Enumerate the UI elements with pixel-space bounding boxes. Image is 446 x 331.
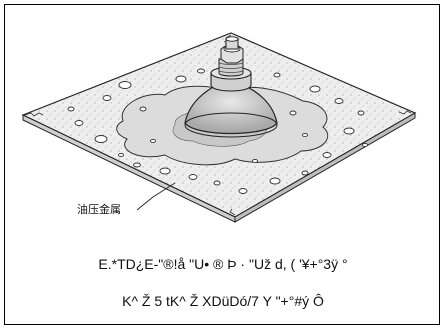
callout-leader (136, 182, 176, 211)
oil-metal-illustration (21, 32, 417, 223)
figure-frame: 油压金属 E.*TD¿E-"®!å "U• ® Þ · "Už d, ( '¥+… (4, 4, 440, 325)
caption-line-1: E.*TD¿E-"®!å "U• ® Þ · "Už d, ( '¥+°3ÿ ° (98, 256, 348, 272)
suction-fitting (184, 36, 278, 138)
callout-label: 油压金属 (77, 203, 121, 216)
surface-pits (67, 68, 368, 194)
caption-line-2: K^ Ž 5 tK^ Ž XDüDó/7 Y "+°#ý Ô (122, 293, 324, 309)
